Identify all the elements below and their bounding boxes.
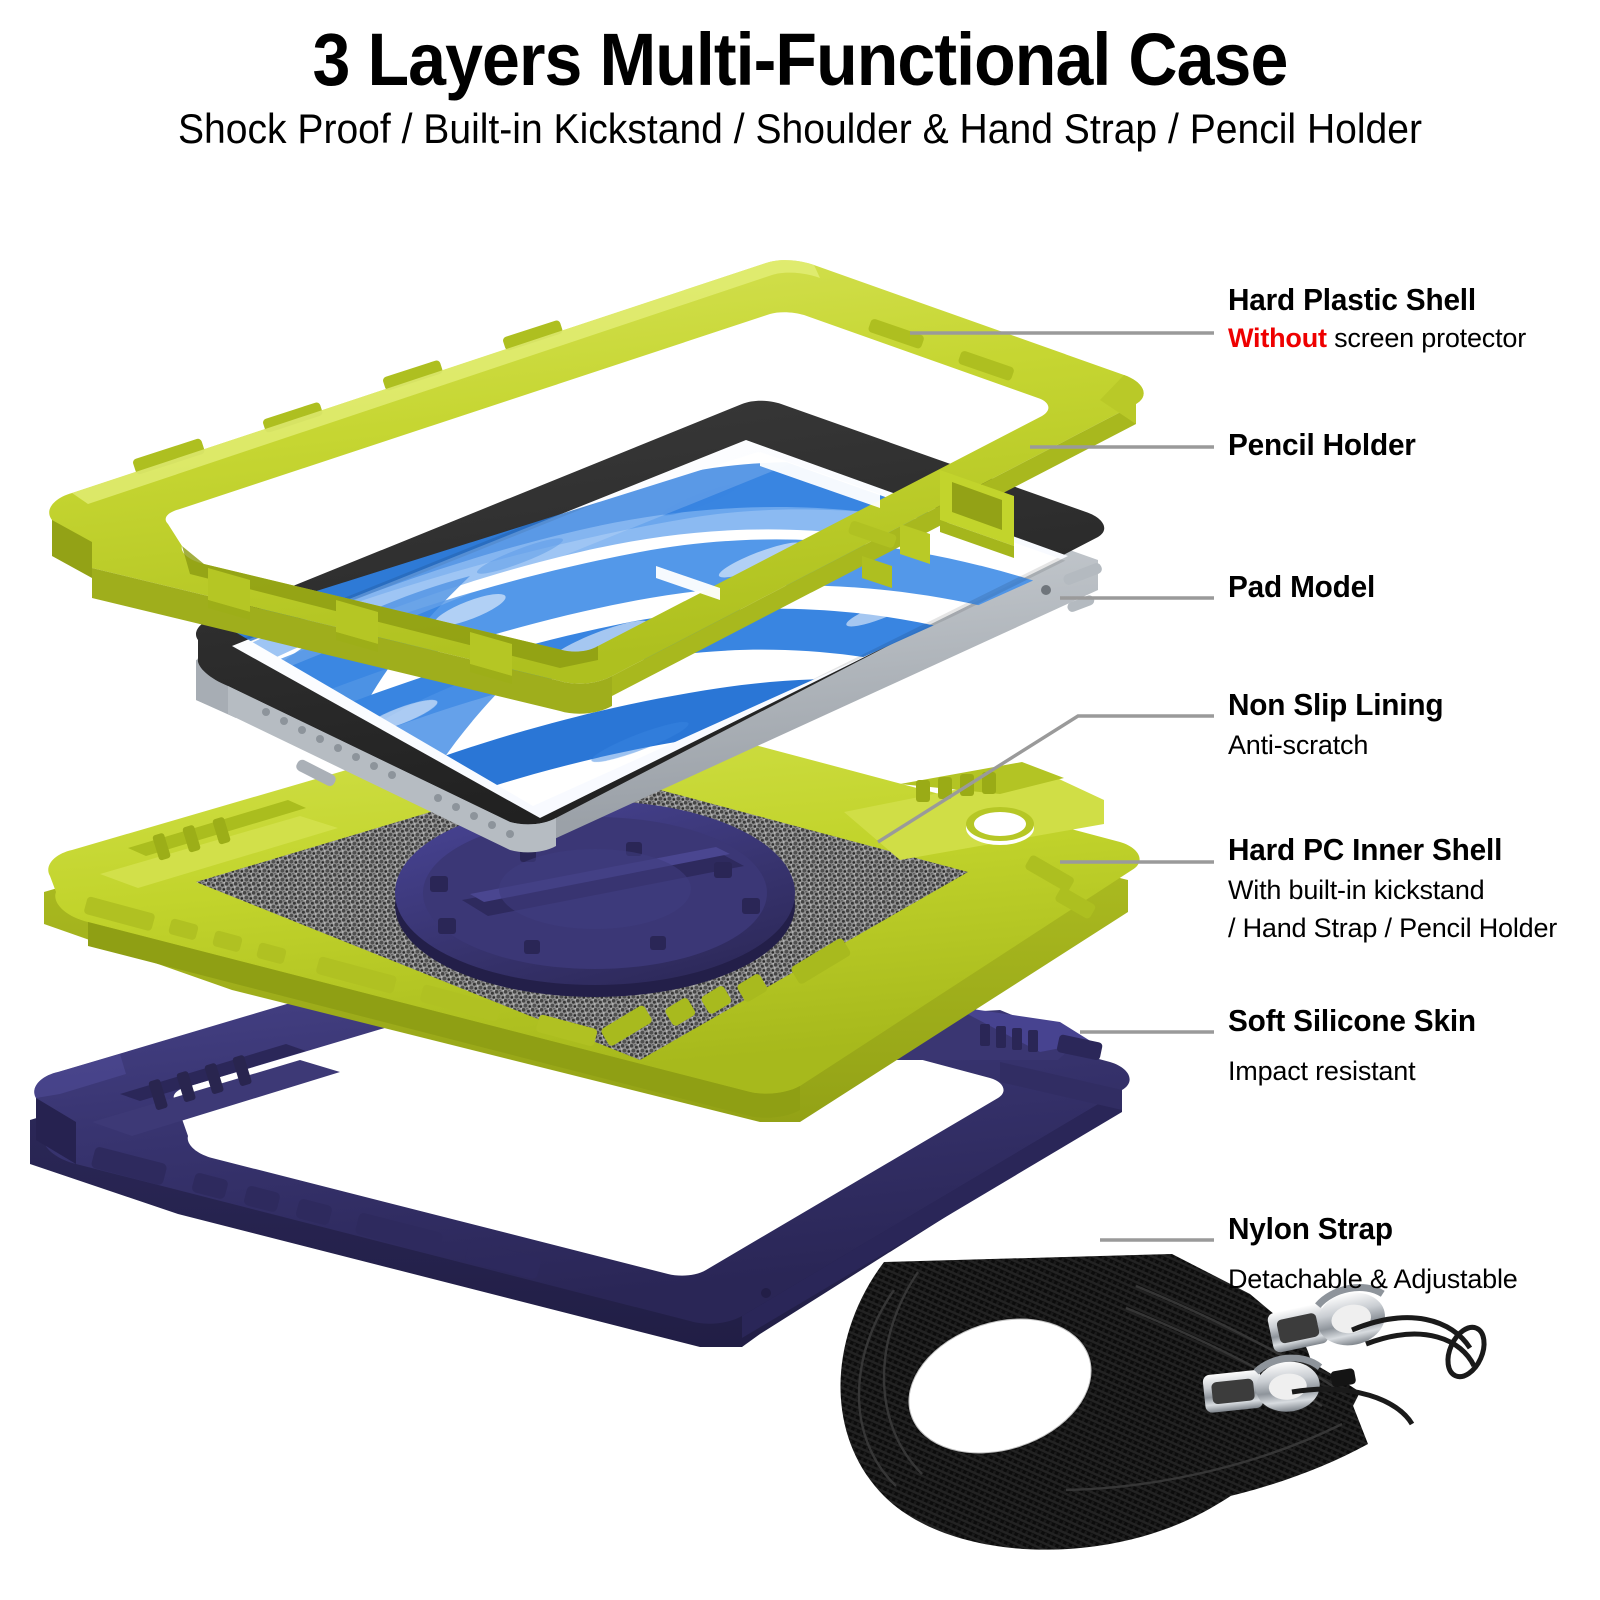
callout-subtitle: Without screen protector bbox=[1228, 322, 1526, 355]
inner-shell-ribs-right bbox=[1025, 855, 1096, 919]
callout-title: Hard PC Inner Shell bbox=[1228, 832, 1503, 867]
inner-shell-ribs-left bbox=[84, 896, 598, 1047]
page-title: 3 Layers Multi-Functional Case bbox=[312, 18, 1289, 101]
callout-subtitle: Detachable & Adjustable bbox=[1228, 1264, 1518, 1295]
speaker-grille-bottom bbox=[434, 794, 514, 838]
callout-non-slip-lining: Non Slip Lining Anti-scratch bbox=[1228, 687, 1452, 762]
callout-title: Pencil Holder bbox=[1228, 427, 1416, 462]
outer-shell-ribs bbox=[133, 319, 1014, 475]
callout-subtitle: Anti-scratch bbox=[1228, 730, 1369, 761]
leader-lines bbox=[877, 331, 1214, 1242]
callout-title: Hard Plastic Shell bbox=[1228, 282, 1476, 317]
outer-shell-cutouts bbox=[656, 452, 880, 600]
callout-hard-pc-inner-shell: Hard PC Inner Shell With built-in kickst… bbox=[1228, 832, 1558, 945]
without-emphasis: Without bbox=[1228, 323, 1327, 354]
without-rest: screen protector bbox=[1326, 323, 1527, 354]
layer-hard-plastic-shell bbox=[49, 260, 1144, 714]
page-subtitle: Shock Proof / Built-in Kickstand / Shoul… bbox=[177, 105, 1423, 153]
callout-subtitle-line2: / Hand Strap / Pencil Holder bbox=[1228, 913, 1558, 944]
speaker-grille-left bbox=[262, 708, 396, 779]
callout-pencil-holder: Pencil Holder bbox=[1228, 427, 1424, 462]
callout-hard-plastic-shell: Hard Plastic Shell Without screen protec… bbox=[1228, 282, 1526, 355]
silicone-grip-ribs bbox=[91, 1147, 541, 1279]
power-button bbox=[296, 759, 336, 787]
callout-soft-silicone-skin: Soft Silicone Skin Impact resistant bbox=[1228, 1003, 1486, 1088]
nylon-strap bbox=[840, 1254, 1487, 1550]
callout-title: Soft Silicone Skin bbox=[1228, 1003, 1476, 1038]
silicone-hand-strap-bar bbox=[92, 1044, 340, 1136]
header: 3 Layers Multi-Functional Case Shock Pro… bbox=[0, 0, 1600, 152]
outer-shell-tabs bbox=[208, 568, 512, 676]
layer-hard-pc-inner-shell bbox=[44, 703, 1140, 1122]
pencil-holder-notch bbox=[848, 470, 1014, 588]
callout-title: Pad Model bbox=[1228, 569, 1376, 604]
strap-swivel-clips bbox=[1202, 1284, 1487, 1426]
volume-button-up bbox=[1063, 563, 1102, 585]
callout-pad-model: Pad Model bbox=[1228, 569, 1381, 604]
callout-subtitle: Impact resistant bbox=[1228, 1056, 1416, 1087]
inner-shell-front-ribs bbox=[601, 938, 851, 1046]
rotating-kickstand-disk bbox=[395, 801, 795, 997]
leader-non-slip-lining bbox=[877, 714, 1214, 844]
inner-shell-left-bracket bbox=[100, 800, 338, 888]
callout-title: Nylon Strap bbox=[1228, 1211, 1393, 1246]
callout-nylon-strap: Nylon Strap Detachable & Adjustable bbox=[1228, 1211, 1518, 1296]
callout-title: Non Slip Lining bbox=[1228, 687, 1444, 722]
callout-subtitle-line1: With built-in kickstand bbox=[1228, 875, 1485, 906]
